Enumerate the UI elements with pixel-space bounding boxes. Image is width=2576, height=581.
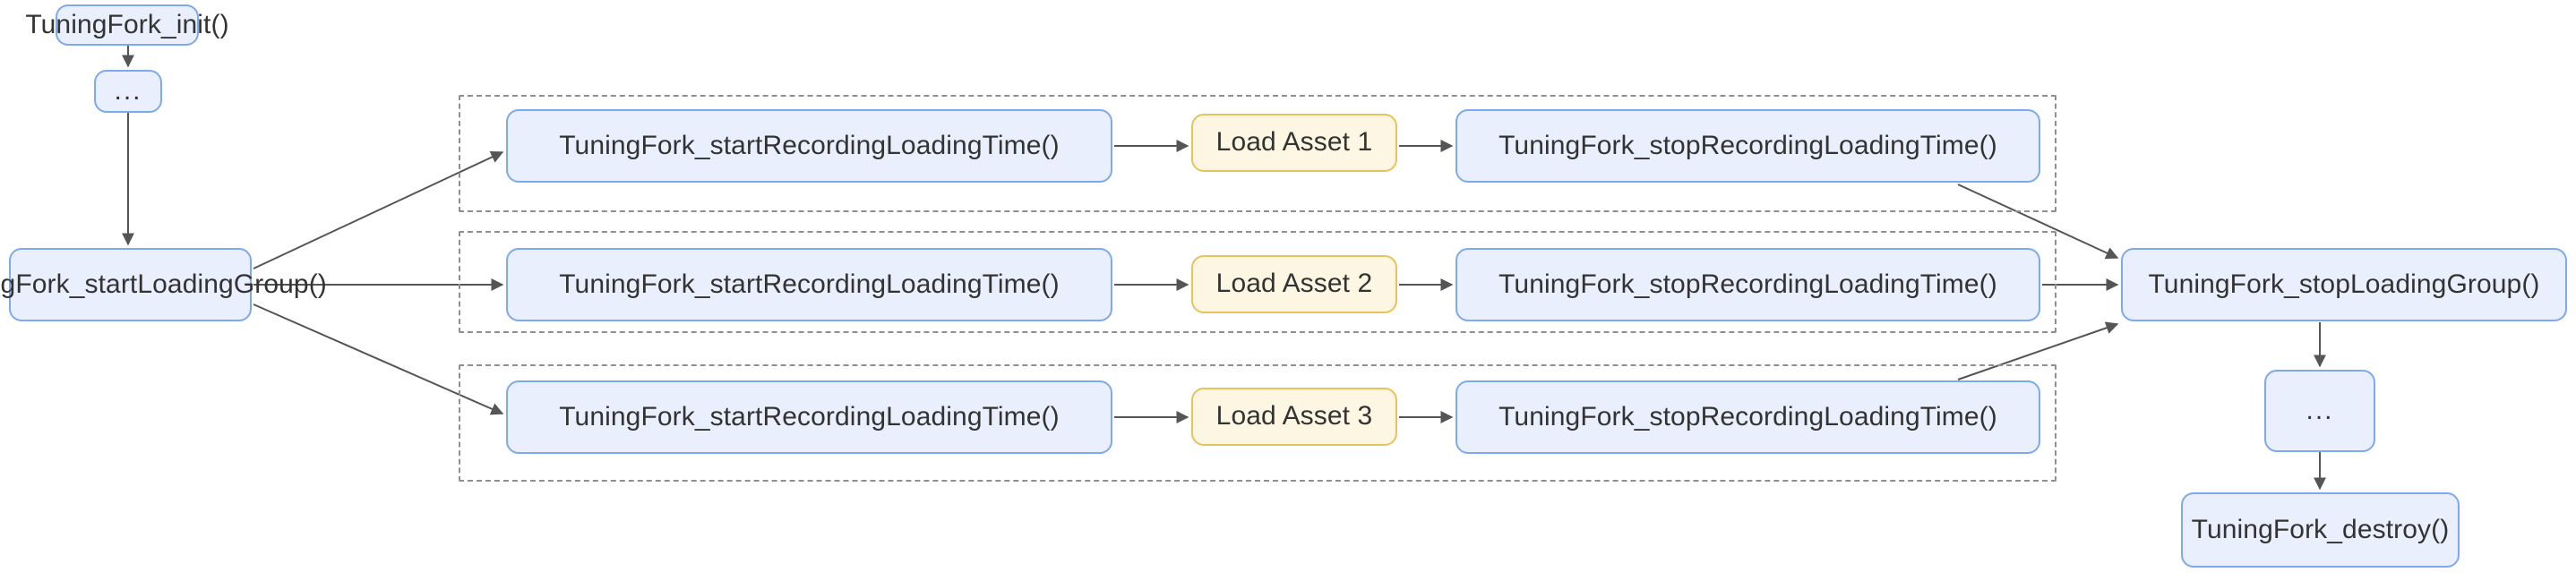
node-row2-load-asset[interactable]: Load Asset 2 (1191, 255, 1397, 313)
node-tuningfork-destroy[interactable]: TuningFork_destroy() (2181, 492, 2460, 568)
node-ellipsis-top[interactable]: ... (94, 70, 162, 113)
node-row1-load-asset[interactable]: Load Asset 1 (1191, 114, 1397, 172)
node-row1-stop-recording[interactable]: TuningFork_stopRecordingLoadingTime() (1455, 109, 2040, 183)
node-row3-start-recording[interactable]: TuningFork_startRecordingLoadingTime() (506, 380, 1112, 454)
node-row3-load-asset[interactable]: Load Asset 3 (1191, 388, 1397, 446)
node-start-loading-group[interactable]: TuningFork_startLoadingGroup() (0, 248, 327, 321)
node-row1-start-recording[interactable]: TuningFork_startRecordingLoadingTime() (506, 109, 1112, 183)
asset-group-box-1 (459, 95, 2057, 212)
node-stop-loading-group[interactable]: TuningFork_stopLoadingGroup() (2121, 248, 2567, 321)
node-ellipsis-bottom[interactable]: ... (2264, 370, 2375, 452)
node-row3-stop-recording[interactable]: TuningFork_stopRecordingLoadingTime() (1455, 380, 2040, 454)
asset-group-box-3 (459, 364, 2057, 482)
node-tuningfork-init[interactable]: TuningFork_init() (25, 4, 229, 46)
asset-group-box-2 (459, 231, 2057, 333)
node-row2-stop-recording[interactable]: TuningFork_stopRecordingLoadingTime() (1455, 248, 2040, 321)
node-row2-start-recording[interactable]: TuningFork_startRecordingLoadingTime() (506, 248, 1112, 321)
